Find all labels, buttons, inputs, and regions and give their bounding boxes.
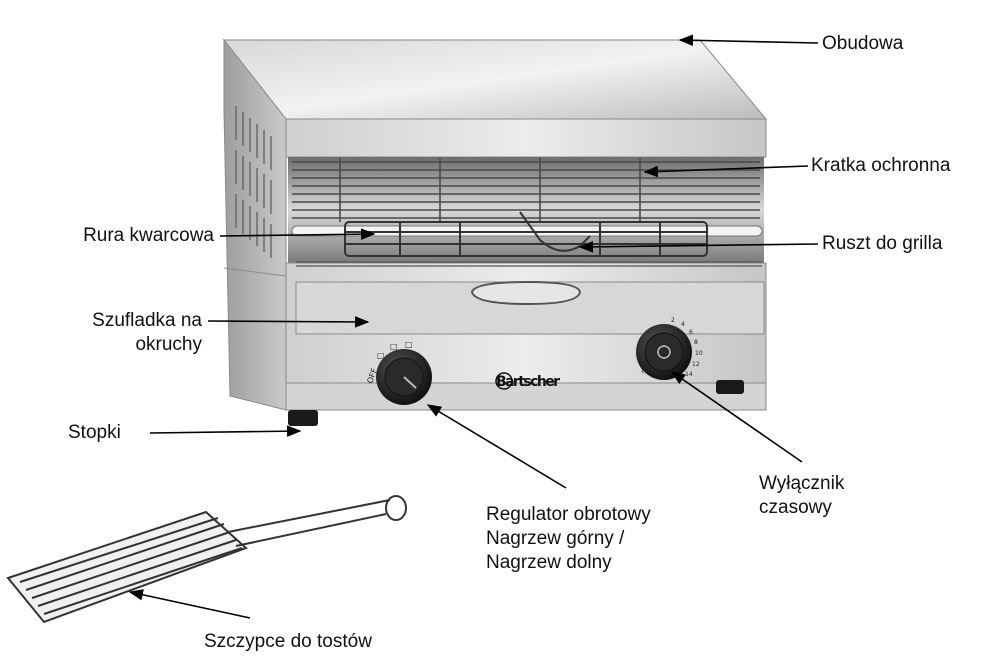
label-timer-switch-line1: Wyłącznik xyxy=(759,473,845,494)
arrow-feet xyxy=(149,425,302,437)
left-knob-mark-1: □ xyxy=(377,351,385,360)
arrow-toast-tongs xyxy=(128,589,251,619)
label-crumb-tray-line1: Szufladka na xyxy=(92,310,202,331)
label-feet-text: Stopki xyxy=(68,422,121,443)
rotary-regulator-knob[interactable] xyxy=(376,349,432,405)
label-quartz-tube-text: Rura kwarcowa xyxy=(83,225,214,246)
toaster-body: OFF □ □ □ Bartscher 2 4 6 8 10 12 14 min xyxy=(222,38,768,426)
arrow-housing xyxy=(678,34,819,47)
label-grill-rack-text: Ruszt do grilla xyxy=(822,233,943,254)
arrow-crumb-tray xyxy=(207,316,370,328)
label-quartz-tube: Rura kwarcowa xyxy=(18,224,214,248)
label-toast-tongs-text: Szczypce do tostów xyxy=(204,631,372,652)
right-knob-mark-6: 6 xyxy=(689,329,693,336)
grill-rack xyxy=(344,211,708,257)
label-housing: Obudowa xyxy=(822,32,903,56)
label-rotary-regulator-line2: Nagrzew górny / xyxy=(486,528,625,549)
label-timer-switch-line2: czasowy xyxy=(759,497,832,518)
foot-right xyxy=(716,380,744,394)
arrow-rotary-regulator xyxy=(426,404,567,489)
arrow-protective-grid xyxy=(643,165,809,178)
label-toast-tongs: Szczypce do tostów xyxy=(204,630,372,654)
arrow-quartz-tube xyxy=(219,228,376,240)
label-protective-grid-text: Kratka ochronna xyxy=(811,155,951,176)
label-grill-rack: Ruszt do grilla xyxy=(822,232,942,256)
heating-rods xyxy=(296,261,762,267)
arrow-timer-switch xyxy=(670,371,803,463)
label-feet: Stopki xyxy=(68,421,121,445)
right-knob-mark-4: 4 xyxy=(681,321,685,328)
right-knob-mark-12: 12 xyxy=(692,361,700,368)
housing-front-band xyxy=(285,118,767,158)
timer-switch-knob[interactable] xyxy=(636,324,692,380)
base-plate xyxy=(285,382,767,411)
label-crumb-tray: Szufladka na okruchy xyxy=(18,309,202,357)
housing-side xyxy=(223,38,287,411)
right-knob-mark-2: 2 xyxy=(671,317,675,324)
housing-top xyxy=(222,39,768,120)
arrow-grill-rack xyxy=(578,241,819,253)
left-knob-mark-3: □ xyxy=(405,340,413,349)
foot-left xyxy=(288,410,318,426)
protective-grid xyxy=(292,158,760,222)
brand-name: Bartscher xyxy=(496,374,560,390)
crumb-tray-handle xyxy=(470,280,582,306)
label-rotary-regulator: Regulator obrotowy Nagrzew górny / Nagrz… xyxy=(486,503,651,575)
right-knob-mark-8: 8 xyxy=(694,339,698,346)
label-protective-grid: Kratka ochronna xyxy=(811,154,950,178)
leader-arrows xyxy=(128,34,819,619)
label-housing-text: Obudowa xyxy=(822,33,904,54)
bartscher-logo: Bartscher xyxy=(495,372,560,390)
label-crumb-tray-line2: okruchy xyxy=(135,334,202,355)
label-rotary-regulator-line1: Regulator obrotowy xyxy=(486,504,651,525)
right-knob-mark-14: 14 xyxy=(685,371,693,378)
label-rotary-regulator-line3: Nagrzew dolny xyxy=(486,552,612,573)
label-timer-switch: Wyłącznik czasowy xyxy=(759,472,844,520)
left-knob-mark-2: □ xyxy=(390,342,398,351)
right-knob-mark-10: 10 xyxy=(695,350,703,357)
toast-tongs-illustration xyxy=(6,495,407,624)
